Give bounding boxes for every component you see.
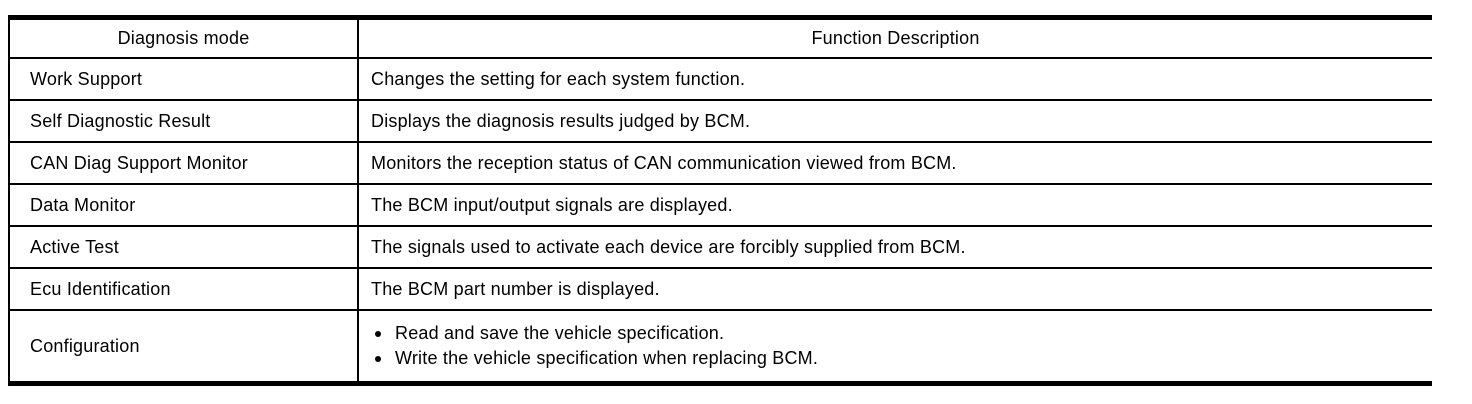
table-row-work-support: Work Support Changes the setting for eac… [8,57,1432,101]
function-description-cell: The BCM part number is displayed. [357,267,1432,311]
table-header-row: Diagnosis mode Function Description [8,16,1432,59]
diagnosis-mode-cell: CAN Diag Support Monitor [8,141,359,185]
table-body: Work Support Changes the setting for eac… [8,57,1432,385]
function-description-cell: Monitors the reception status of CAN com… [357,141,1432,185]
table-row-configuration: Configuration Read and save the vehicle … [8,309,1432,385]
table-row-data-monitor: Data Monitor The BCM input/output signal… [8,183,1432,227]
diagnosis-mode-cell: Self Diagnostic Result [8,99,359,143]
description-bullet-list: Read and save the vehicle specification.… [371,321,1422,371]
diagnosis-mode-cell: Data Monitor [8,183,359,227]
diagnosis-mode-table: Diagnosis mode Function Description Work… [8,15,1432,386]
diagnosis-mode-cell: Ecu Identification [8,267,359,311]
diagnosis-mode-cell: Configuration [8,309,359,385]
diagnosis-mode-cell: Active Test [8,225,359,269]
bullet-item: Read and save the vehicle specification. [371,321,1422,346]
column-header-function-description: Function Description [357,16,1432,59]
function-description-cell: Displays the diagnosis results judged by… [357,99,1432,143]
bullet-item: Write the vehicle specification when rep… [371,346,1422,371]
diagnosis-mode-cell: Work Support [8,57,359,101]
table-head: Diagnosis mode Function Description [8,16,1432,59]
function-description-cell: Read and save the vehicle specification.… [357,309,1432,385]
column-header-diagnosis-mode: Diagnosis mode [8,16,359,59]
table-row-self-diagnostic-result: Self Diagnostic Result Displays the diag… [8,99,1432,143]
table-row-active-test: Active Test The signals used to activate… [8,225,1432,269]
function-description-cell: The signals used to activate each device… [357,225,1432,269]
function-description-cell: Changes the setting for each system func… [357,57,1432,101]
table-row-ecu-identification: Ecu Identification The BCM part number i… [8,267,1432,311]
function-description-cell: The BCM input/output signals are display… [357,183,1432,227]
table-row-can-diag-support-monitor: CAN Diag Support Monitor Monitors the re… [8,141,1432,185]
